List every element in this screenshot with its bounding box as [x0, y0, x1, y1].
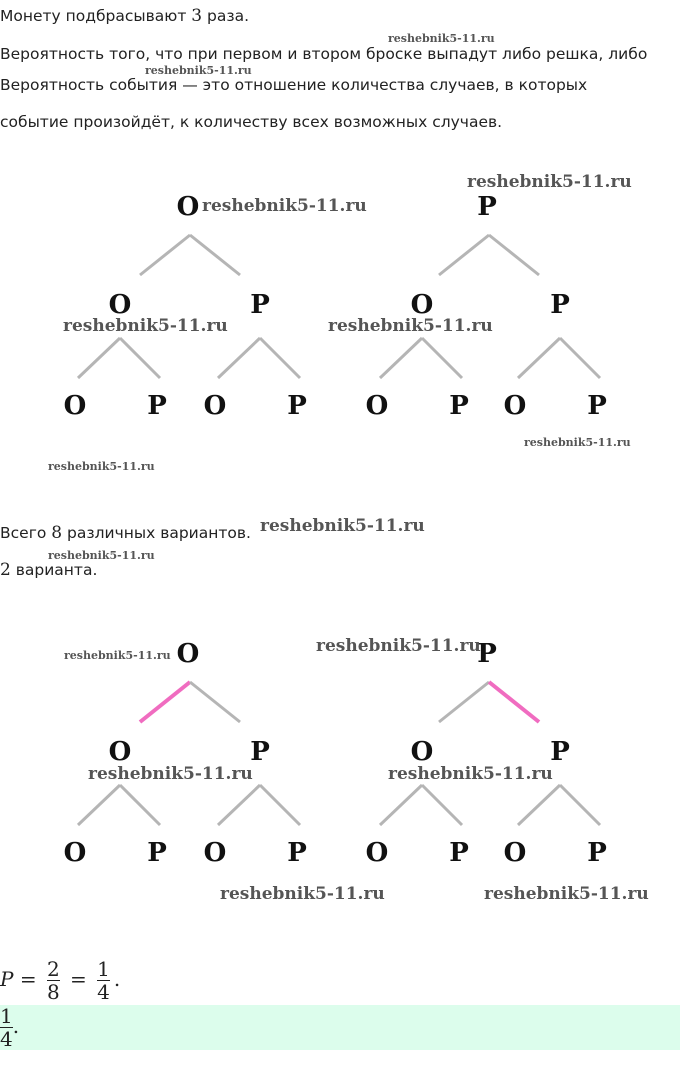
tree-branch: [516, 336, 562, 380]
highlighted-branch: [487, 680, 541, 724]
tree-branch: [558, 336, 602, 380]
tree-root-node: О: [177, 192, 200, 222]
tree-root-node: Р: [477, 192, 497, 222]
tree-node-tails: Р: [250, 290, 270, 320]
tree-branch: [438, 233, 490, 277]
tree-branch: [76, 783, 122, 827]
watermark: reshebnik5-11.ru: [145, 64, 252, 77]
tree-leaf-tails: Р: [147, 391, 167, 421]
total-variants: Всего 8 различных вариантов.: [0, 523, 251, 543]
tree-node-heads: О: [109, 290, 132, 320]
tree-leaf-tails: Р: [147, 838, 167, 868]
intro-line: Монету подбрасывают 3 раза.: [0, 6, 250, 26]
tree-leaf-heads: О: [366, 838, 389, 868]
outcome-tree-favorable: О О Р О Р О Р Р О Р О Р О Р: [64, 639, 607, 868]
tree-branch: [558, 783, 602, 827]
watermark: reshebnik5-11.ru: [467, 172, 632, 192]
watermark: reshebnik5-11.ru: [64, 649, 171, 662]
favorable-variants: 2 варианта.: [0, 560, 98, 580]
tree-leaf-tails: Р: [287, 391, 307, 421]
watermark: reshebnik5-11.ru: [63, 316, 228, 336]
tree-node-tails: Р: [550, 737, 570, 767]
tree-leaf-heads: О: [204, 838, 227, 868]
definition-line-1: Вероятность события — это отношение коли…: [0, 76, 588, 94]
tree-branch: [189, 233, 241, 277]
watermark: reshebnik5-11.ru: [316, 636, 481, 656]
tree-leaf-heads: О: [64, 391, 87, 421]
watermark: reshebnik5-11.ru: [48, 460, 155, 473]
tree-leaf-heads: О: [204, 391, 227, 421]
tree-leaf-tails: Р: [587, 391, 607, 421]
tree-branch: [420, 783, 464, 827]
tree-leaf-heads: О: [366, 391, 389, 421]
tree-branch: [378, 783, 424, 827]
probability-sentence: Вероятность того, что при первом и второ…: [0, 45, 648, 63]
tree-branch: [488, 233, 540, 277]
tree-branch: [378, 336, 424, 380]
tree-node-heads: О: [411, 737, 434, 767]
watermark: reshebnik5-11.ru: [484, 884, 649, 904]
tree-branch: [258, 783, 302, 827]
watermark: reshebnik5-11.ru: [328, 316, 493, 336]
tree-node-tails: Р: [550, 290, 570, 320]
watermark: reshebnik5-11.ru: [202, 196, 367, 216]
tree-branch: [189, 680, 241, 724]
watermark: reshebnik5-11.ru: [388, 764, 553, 784]
tree-branch: [216, 336, 262, 380]
tree-leaf-heads: О: [504, 391, 527, 421]
tree-branch: [258, 336, 302, 380]
tree-leaf-tails: Р: [449, 391, 469, 421]
watermark: reshebnik5-11.ru: [220, 884, 385, 904]
tree-branch: [516, 783, 562, 827]
watermark: reshebnik5-11.ru: [48, 549, 155, 562]
tree-branch: [438, 680, 490, 724]
watermark: reshebnik5-11.ru: [388, 32, 495, 45]
tree-leaf-heads: О: [504, 838, 527, 868]
tree-leaf-tails: Р: [587, 838, 607, 868]
tree-branch: [118, 336, 162, 380]
tree-root-node: О: [177, 639, 200, 669]
tree-root-node: Р: [477, 639, 497, 669]
highlighted-branch: [138, 680, 192, 724]
watermark: reshebnik5-11.ru: [88, 764, 253, 784]
watermark: reshebnik5-11.ru: [524, 436, 631, 449]
tree-branch: [76, 336, 122, 380]
tree-node-heads: О: [109, 737, 132, 767]
definition-line-2: событие произойдёт, к количеству всех во…: [0, 113, 503, 131]
tree-branch: [118, 783, 162, 827]
outcome-tree-all: О О Р О Р О Р Р О Р О Р О Р: [64, 192, 607, 421]
tree-branch: [216, 783, 262, 827]
tree-branch: [420, 336, 464, 380]
tree-branch: [139, 233, 191, 277]
tree-leaf-tails: Р: [449, 838, 469, 868]
tree-leaf-heads: О: [64, 838, 87, 868]
tree-node-heads: О: [411, 290, 434, 320]
watermark: reshebnik5-11.ru: [260, 516, 425, 536]
tree-leaf-tails: Р: [287, 838, 307, 868]
tree-node-tails: Р: [250, 737, 270, 767]
